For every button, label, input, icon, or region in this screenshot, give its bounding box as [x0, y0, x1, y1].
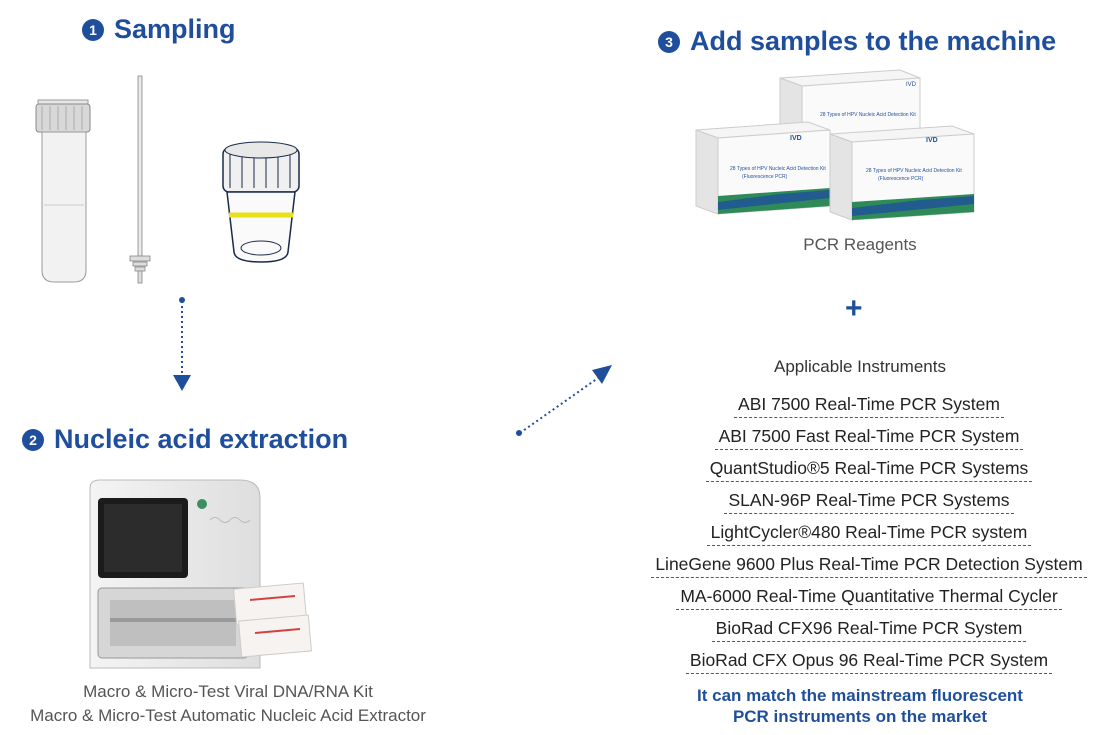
instrument-item: LineGene 9600 Plus Real-Time PCR Detecti… — [651, 554, 1087, 578]
step-3-number: 3 — [658, 30, 680, 53]
reagent-box-right: IVD 28 Types of HPV Nucleic Acid Detecti… — [829, 125, 975, 221]
compatibility-note-line1: It can match the mainstream fluorescent — [697, 686, 1023, 705]
step-1-title: Sampling — [114, 14, 236, 44]
step-2-number: 2 — [22, 428, 44, 451]
instrument-item: MA-6000 Real-Time Quantitative Thermal C… — [676, 586, 1062, 610]
extraction-caption: Macro & Micro-Test Viral DNA/RNA Kit Mac… — [0, 680, 456, 728]
urine-cup-icon — [222, 141, 300, 263]
instrument-item: LightCycler®480 Real-Time PCR system — [706, 522, 1032, 546]
instrument-item: BioRad CFX96 Real-Time PCR System — [711, 618, 1027, 642]
pcr-reagent-boxes-illustration: IVD 28 Types of HPV Nucleic Acid Detecti… — [695, 69, 975, 221]
step-1-heading: 1 Sampling — [82, 14, 236, 45]
step-2-title: Nucleic acid extraction — [54, 424, 349, 454]
step-3-title: Add samples to the machine — [690, 26, 1057, 56]
plus-icon: + — [845, 292, 863, 325]
instrument-item: SLAN-96P Real-Time PCR Systems — [724, 490, 1014, 514]
extractor-machine-illustration — [89, 479, 312, 669]
applicable-instruments-title: Applicable Instruments — [774, 357, 946, 376]
reagent-box-left: IVD 28 Types of HPV Nucleic Acid Detecti… — [695, 121, 831, 215]
step-2-heading: 2 Nucleic acid extraction — [22, 424, 348, 455]
svg-text:IVD: IVD — [790, 135, 802, 142]
svg-text:IVD: IVD — [926, 137, 938, 144]
extractor-label: Macro & Micro-Test Automatic Nucleic Aci… — [30, 706, 426, 725]
svg-text:(Fluorescence PCR): (Fluorescence PCR) — [878, 176, 924, 182]
pcr-reagents-label: PCR Reagents — [803, 235, 917, 254]
svg-text:28 Types of HPV Nucleic Acid D: 28 Types of HPV Nucleic Acid Detection K… — [820, 112, 916, 118]
sample-tube-icon — [35, 99, 91, 283]
instrument-item: ABI 7500 Real-Time PCR System — [734, 394, 1004, 418]
svg-text:28 Types of HPV Nucleic Acid D: 28 Types of HPV Nucleic Acid Detection K… — [866, 168, 962, 174]
viral-kit-label: Macro & Micro-Test Viral DNA/RNA Kit — [83, 682, 373, 701]
instrument-item: ABI 7500 Fast Real-Time PCR System — [714, 426, 1024, 450]
svg-text:(Fluorescence PCR): (Fluorescence PCR) — [742, 174, 788, 180]
step-1-number: 1 — [82, 18, 104, 41]
swab-icon — [129, 75, 151, 284]
compatibility-note: It can match the mainstream fluorescent … — [660, 685, 1060, 727]
instrument-item: BioRad CFX Opus 96 Real-Time PCR System — [685, 650, 1053, 674]
sampling-illustration — [35, 75, 300, 284]
instrument-item: QuantStudio®5 Real-Time PCR Systems — [705, 458, 1033, 482]
arrow-extraction-to-machine — [516, 365, 612, 436]
step-3-heading: 3 Add samples to the machine — [658, 26, 1056, 57]
arrow-sampling-to-extraction — [173, 297, 191, 391]
compatibility-note-line2: PCR instruments on the market — [732, 707, 988, 726]
svg-text:28 Types of HPV Nucleic Acid D: 28 Types of HPV Nucleic Acid Detection K… — [730, 166, 826, 172]
svg-text:IVD: IVD — [906, 82, 917, 88]
